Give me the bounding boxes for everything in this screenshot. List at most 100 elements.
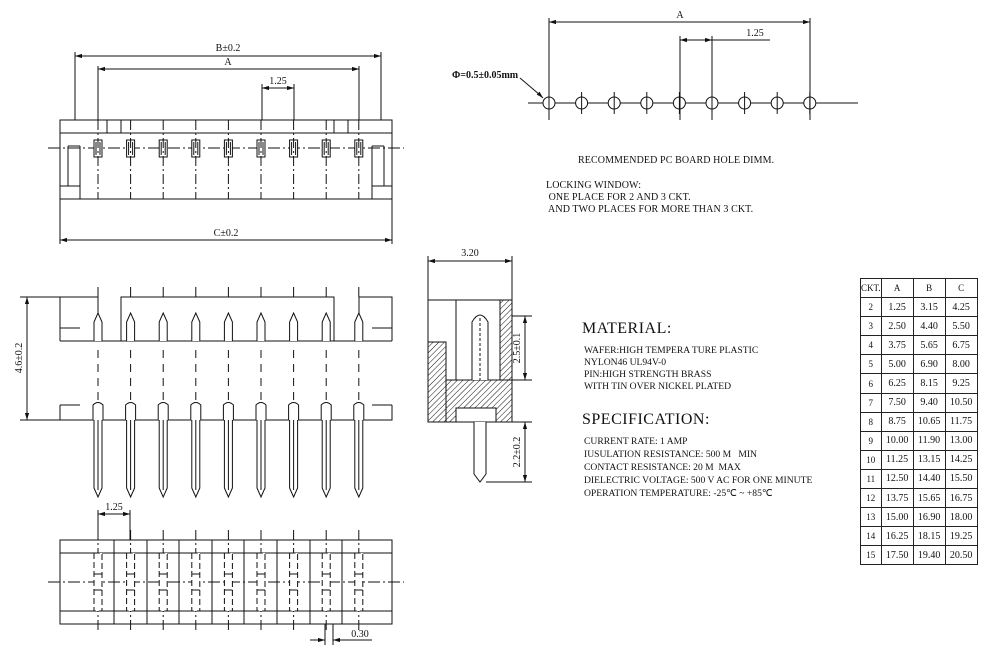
front-pin-tip xyxy=(93,311,103,341)
cell-ckt: 9 xyxy=(860,430,882,451)
cell-b: 16.90 xyxy=(912,507,946,528)
bottom-view xyxy=(48,510,404,645)
cell-c: 15.50 xyxy=(944,468,978,490)
cell-c: 18.00 xyxy=(944,507,978,528)
bottom-pin xyxy=(223,552,233,612)
material-line-4: WITH TIN OVER NICKEL PLATED xyxy=(584,381,732,392)
cell-ckt: 12 xyxy=(860,488,882,509)
material-line-1: WAFER:HIGH TEMPERA TURE PLASTIC xyxy=(584,345,759,356)
bottom-pin xyxy=(256,552,266,612)
material-line-3: PIN:HIGH STRENGTH BRASS xyxy=(584,369,712,380)
pcb-hole-pattern xyxy=(519,18,858,120)
header-a: A xyxy=(880,277,914,299)
bottom-pin xyxy=(289,552,299,612)
dim-pitch: 1.25 xyxy=(269,76,287,87)
cell-b: 18.15 xyxy=(912,526,946,547)
material-heading: MATERIAL: xyxy=(582,320,672,337)
cell-b: 3.15 xyxy=(912,297,946,318)
cell-a: 12.50 xyxy=(880,468,914,490)
cell-c: 4.25 xyxy=(944,297,978,318)
cell-c: 9.25 xyxy=(944,373,978,394)
cell-c: 8.00 xyxy=(944,354,978,375)
dim-c: C±0.2 xyxy=(214,228,239,239)
bottom-pin xyxy=(158,552,168,612)
cell-a: 3.75 xyxy=(880,335,914,356)
front-pin-tip xyxy=(223,311,233,341)
locking-note-line-2: AND TWO PLACES FOR MORE THAN 3 CKT. xyxy=(546,204,754,215)
cell-b: 5.65 xyxy=(912,335,946,356)
dim-width: 3.20 xyxy=(461,248,479,259)
header-b: B xyxy=(912,277,946,299)
header-ckt: CKT. xyxy=(860,277,882,299)
cell-ckt: 8 xyxy=(860,411,882,432)
cell-a: 11.25 xyxy=(880,449,914,470)
cell-c: 10.50 xyxy=(944,392,978,413)
cell-b: 14.40 xyxy=(912,468,946,490)
front-pin-tip xyxy=(256,311,266,341)
header-c: C xyxy=(944,277,978,299)
cell-a: 17.50 xyxy=(880,545,914,566)
front-pin-tip xyxy=(191,311,201,341)
spec-line-3: CONTACT RESISTANCE: 20 M MAX xyxy=(584,462,741,473)
cell-b: 8.15 xyxy=(912,373,946,394)
cell-ckt: 14 xyxy=(860,526,882,547)
cell-a: 8.75 xyxy=(880,411,914,432)
bottom-pin xyxy=(354,552,364,612)
spec-line-4: DIELECTRIC VOLTAGE: 500 V AC FOR ONE MIN… xyxy=(584,475,813,486)
cell-c: 13.00 xyxy=(944,430,978,451)
cell-b: 11.90 xyxy=(912,430,946,451)
cell-b: 13.15 xyxy=(912,449,946,470)
bottom-pin xyxy=(93,552,103,612)
table-header-row: CKT. A B C xyxy=(860,277,978,299)
dim-a: A xyxy=(224,57,232,68)
hole-caption: RECOMMENDED PC BOARD HOLE DIMM. xyxy=(578,155,775,166)
dim-hole-a: A xyxy=(676,10,684,21)
bottom-pin xyxy=(191,552,201,612)
cell-b: 6.90 xyxy=(912,354,946,375)
cell-a: 7.50 xyxy=(880,392,914,413)
locking-note-line-1: ONE PLACE FOR 2 AND 3 CKT. xyxy=(546,192,691,203)
dim-b: B±0.2 xyxy=(216,43,241,54)
cell-ckt: 11 xyxy=(860,468,882,490)
dim-hole-pitch: 1.25 xyxy=(746,28,764,39)
cell-c: 5.50 xyxy=(944,316,978,337)
material-line-2: NYLON46 UL94V-0 xyxy=(584,357,666,368)
cell-ckt: 7 xyxy=(860,392,882,413)
cell-a: 2.50 xyxy=(880,316,914,337)
cell-a: 10.00 xyxy=(880,430,914,451)
cell-c: 16.75 xyxy=(944,488,978,509)
cell-ckt: 3 xyxy=(860,316,882,337)
cell-a: 6.25 xyxy=(880,373,914,394)
front-pin-tip xyxy=(158,311,168,341)
cell-ckt: 6 xyxy=(860,373,882,394)
cell-a: 5.00 xyxy=(880,354,914,375)
side-view xyxy=(427,256,532,483)
cell-ckt: 15 xyxy=(860,545,882,566)
dim-height: 4.6±0.2 xyxy=(14,343,25,374)
dim-hole-diameter: Φ=0.5±0.05mm xyxy=(452,70,519,81)
cell-b: 4.40 xyxy=(912,316,946,337)
front-pin-tip xyxy=(321,311,331,341)
top-view xyxy=(48,52,404,244)
cell-a: 15.00 xyxy=(880,507,914,528)
cell-a: 1.25 xyxy=(880,297,914,318)
specification-heading: SPECIFICATION: xyxy=(582,411,710,428)
cell-a: 16.25 xyxy=(880,526,914,547)
cell-c: 20.50 xyxy=(944,545,978,566)
dim-bottom-pitch: 1.25 xyxy=(105,502,123,513)
cell-a: 13.75 xyxy=(880,488,914,509)
locking-note-title: LOCKING WINDOW: xyxy=(546,180,642,191)
bottom-pin xyxy=(126,552,136,612)
cell-ckt: 5 xyxy=(860,354,882,375)
